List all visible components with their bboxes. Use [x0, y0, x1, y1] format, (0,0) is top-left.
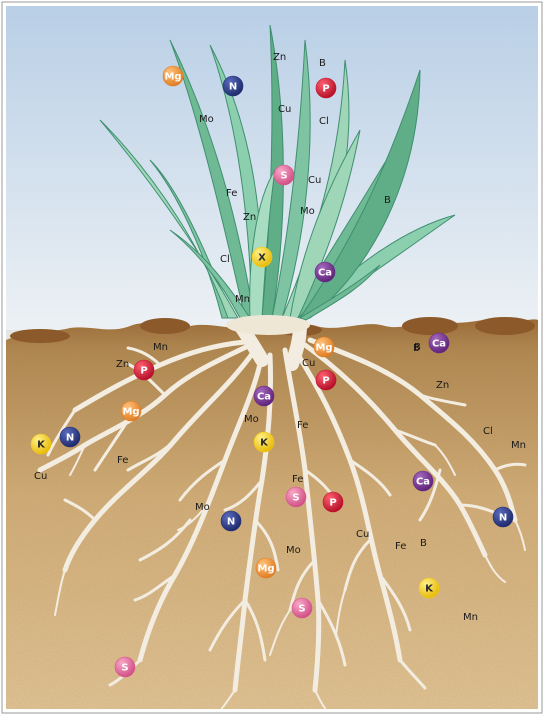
element-label-cu: Cu [34, 471, 47, 482]
ball-label: N [66, 433, 74, 444]
nutrient-ball-mg: Mg [121, 401, 141, 421]
element-label-b: B [384, 195, 391, 206]
element-label-mo: Mo [199, 114, 214, 125]
ball-label: K [260, 438, 269, 449]
element-label-zn: Zn [116, 359, 129, 370]
ball-label: S [280, 171, 287, 182]
element-label-cu: Cu [308, 175, 321, 186]
ball-label: P [329, 498, 336, 509]
element-label-mn: Mn [463, 612, 478, 623]
nutrient-ball-p: P [316, 78, 336, 98]
nutrient-ball-s: S [286, 487, 306, 507]
element-label-mo: Mo [244, 414, 259, 425]
element-label-fe: Fe [297, 420, 308, 431]
plant-crown [226, 315, 310, 335]
element-label-cl: Cl [220, 254, 230, 265]
ball-label: Ca [416, 477, 430, 488]
ball-label: Mg [315, 343, 332, 354]
element-label-fe: Fe [292, 474, 303, 485]
nutrient-ball-b: B [413, 343, 420, 354]
nutrient-ball-mg: Mg [314, 337, 334, 357]
ball-label: S [292, 493, 299, 504]
element-label-cl: Cl [319, 116, 329, 127]
ball-label: Ca [432, 339, 446, 350]
element-label-mo: Mo [286, 545, 301, 556]
ball-label: P [140, 366, 147, 377]
element-label-cl: Cl [483, 426, 493, 437]
nutrient-ball-p: P [316, 370, 336, 390]
ball-label: Mg [122, 407, 139, 418]
element-label-mn: Mn [235, 294, 250, 305]
element-label-fe: Fe [226, 188, 237, 199]
ball-label: Ca [318, 268, 332, 279]
nutrient-ball-ca: Ca [413, 471, 433, 491]
nutrient-ball-k: K [254, 432, 274, 452]
element-label-b: B [413, 343, 420, 354]
element-label-b: B [319, 58, 326, 69]
ball-label: S [121, 663, 128, 674]
ball-label: Ca [257, 392, 271, 403]
element-label-b: B [420, 538, 427, 549]
nutrient-ball-k: K [31, 434, 51, 454]
element-label-zn: Zn [436, 380, 449, 391]
nutrient-ball-p: P [323, 492, 343, 512]
ball-label: K [37, 440, 46, 451]
nutrient-ball-x: X [252, 247, 272, 267]
nutrient-ball-mg: Mg [256, 558, 276, 578]
nutrient-ball-p: P [134, 360, 154, 380]
ball-label: P [322, 376, 329, 387]
element-label-mo: Mo [300, 206, 315, 217]
element-label-fe: Fe [395, 541, 406, 552]
ball-label: Mg [257, 564, 274, 575]
nutrient-ball-s: S [274, 165, 294, 185]
element-label-mn: Mn [153, 342, 168, 353]
nutrient-ball-k: K [419, 578, 439, 598]
element-label-mn: Mn [511, 440, 526, 451]
element-label-cu: Cu [278, 104, 291, 115]
nutrient-ball-ca: Ca [429, 333, 449, 353]
ball-label: P [322, 84, 329, 95]
element-label-zn: Zn [273, 52, 286, 63]
nutrient-ball-mg: Mg [163, 66, 183, 86]
ball-label: Mg [164, 72, 181, 83]
ball-label: X [258, 253, 266, 264]
nutrient-ball-n: N [493, 507, 513, 527]
nutrient-ball-s: S [292, 598, 312, 618]
ball-label: S [298, 604, 305, 615]
nutrient-ball-n: N [223, 76, 243, 96]
nutrient-ball-n: N [221, 511, 241, 531]
ball-label: K [425, 584, 434, 595]
nutrient-ball-s: S [115, 657, 135, 677]
ball-label: N [499, 513, 507, 524]
element-label-fe: Fe [117, 455, 128, 466]
element-label-zn: Zn [243, 212, 256, 223]
element-label-cu: Cu [302, 358, 315, 369]
nutrient-ball-n: N [60, 427, 80, 447]
ball-label: N [229, 82, 237, 93]
ball-label: N [227, 517, 235, 528]
element-label-cu: Cu [356, 529, 369, 540]
nutrient-ball-ca: Ca [254, 386, 274, 406]
element-label-mo: Mo [195, 502, 210, 513]
nutrient-ball-ca: Ca [315, 262, 335, 282]
